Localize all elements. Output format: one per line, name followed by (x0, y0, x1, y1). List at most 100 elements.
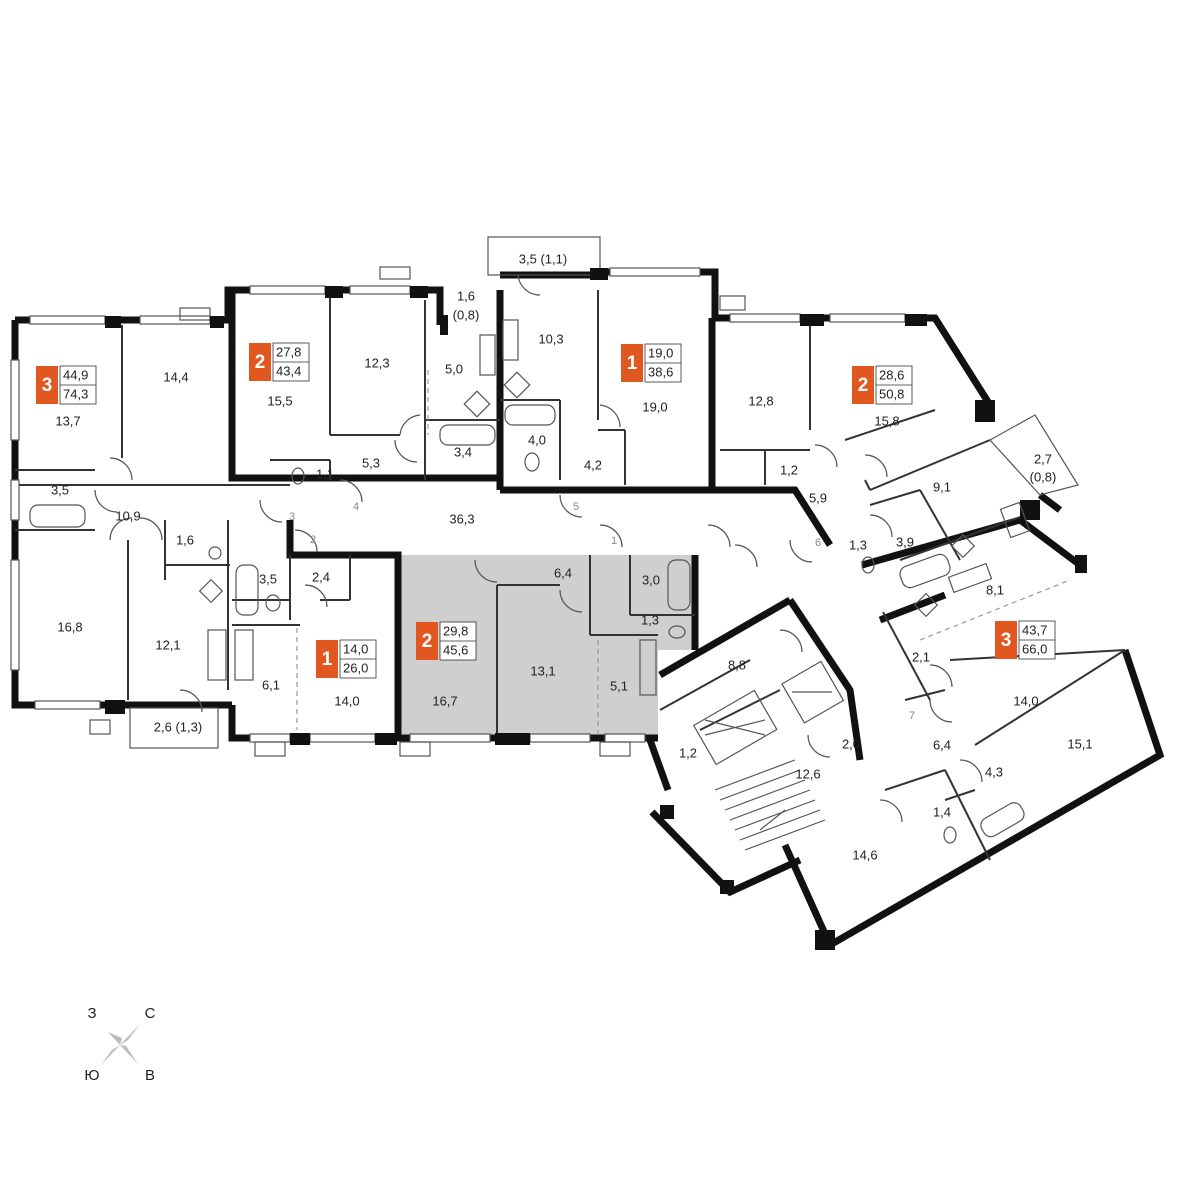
room-area: 8,8 (728, 657, 746, 672)
room-area: 14,6 (852, 847, 877, 862)
apartment-badge[interactable]: 3 43,7 66,0 (995, 620, 1056, 660)
apartment-badge[interactable]: 3 44,9 74,3 (36, 365, 97, 405)
room-area: 2,4 (312, 569, 330, 584)
door-number: 2 (310, 534, 316, 546)
room-area: 15,1 (1067, 736, 1092, 751)
living-area: 29,8 (443, 623, 468, 638)
room-area: 1,6 (176, 532, 194, 547)
room-area: 12,1 (155, 637, 180, 652)
columns (105, 268, 1087, 950)
room-area: 16,7 (432, 693, 457, 708)
rooms-count: 3 (42, 375, 53, 396)
room-area: 6,4 (554, 565, 572, 580)
room-area: 1,6 (457, 288, 475, 303)
room-area: 6,1 (262, 677, 280, 692)
room-area: 5,1 (610, 678, 628, 693)
door-number: 3 (289, 511, 295, 523)
room-area: 1,2 (679, 745, 697, 760)
room-area: 13,7 (55, 413, 80, 428)
door-number: 5 (573, 501, 579, 513)
total-area: 66,0 (1022, 641, 1047, 656)
room-area: 10,3 (538, 331, 563, 346)
door-number: 7 (909, 710, 915, 722)
room-area: 9,1 (933, 479, 951, 494)
interior-walls (15, 290, 1126, 861)
compass-west: З (87, 1005, 96, 1022)
compass-south: Ю (84, 1067, 99, 1084)
rooms-count: 1 (627, 353, 638, 374)
sanitary-fixtures (29, 319, 1031, 844)
rooms-count: 2 (858, 375, 869, 396)
room-area: 1,4 (933, 804, 951, 819)
room-area: 2,1 (912, 649, 930, 664)
room-area: 1,2 (780, 462, 798, 477)
apartment-badge[interactable]: 2 29,8 45,6 (416, 621, 477, 661)
room-area: 6,4 (933, 737, 951, 752)
room-area: 36,3 (449, 511, 474, 526)
apartment-badge[interactable]: 1 14,0 26,0 (316, 639, 377, 679)
room-area: 14,0 (1013, 693, 1038, 708)
total-area: 38,6 (648, 364, 673, 379)
room-area: 4,2 (584, 457, 602, 472)
compass-north: С (145, 1005, 156, 1022)
room-area: 14,4 (163, 369, 188, 384)
rooms-count: 1 (322, 649, 333, 670)
room-area: 3,9 (896, 534, 914, 549)
living-area: 44,9 (63, 367, 88, 382)
room-area: 5,9 (809, 490, 827, 505)
room-area: 3,5 (51, 482, 69, 497)
apartment-badge[interactable]: 2 28,6 50,8 (852, 365, 913, 405)
room-labels: 13,7 14,4 3,5 10,9 16,8 12,1 1,6 2,6 (1,… (51, 251, 1093, 862)
room-area: 16,8 (57, 619, 82, 634)
rooms-count: 2 (255, 352, 266, 373)
room-area: 3,5 (259, 571, 277, 586)
total-area: 50,8 (879, 386, 904, 401)
room-area: 12,3 (364, 355, 389, 370)
door-number: 4 (353, 501, 359, 513)
room-area: 15,5 (267, 393, 292, 408)
room-area: 12,6 (795, 766, 820, 781)
room-area: 10,9 (115, 508, 140, 523)
room-area: 2,0 (842, 736, 860, 751)
compass-rose: З С Ю В (84, 1005, 155, 1084)
apartment-badge[interactable]: 1 19,0 38,6 (621, 343, 682, 383)
living-area: 27,8 (276, 344, 301, 359)
dashed-lines (296, 370, 1071, 735)
living-area: 19,0 (648, 345, 673, 360)
room-area: (0,8) (1030, 469, 1057, 484)
room-area: 1,3 (641, 612, 659, 627)
windows (10, 267, 906, 743)
core (692, 660, 845, 851)
room-area: 5,0 (445, 361, 463, 376)
room-area: 2,6 (1,3) (154, 719, 202, 734)
room-area: 2,7 (1034, 451, 1052, 466)
living-area: 14,0 (343, 641, 368, 656)
total-area: 45,6 (443, 642, 468, 657)
rooms-count: 2 (422, 631, 433, 652)
total-area: 43,4 (276, 363, 301, 378)
stairs (714, 759, 826, 851)
room-area: 14,0 (334, 693, 359, 708)
room-area: 12,8 (748, 393, 773, 408)
room-area: 1,1 (316, 466, 334, 481)
room-area: 15,8 (874, 413, 899, 428)
apartment-badge[interactable]: 2 27,8 43,4 (249, 342, 310, 382)
door-swings (94, 274, 983, 823)
door-number: 1 (611, 535, 617, 547)
room-area: (0,8) (453, 307, 480, 322)
room-area: 8,1 (986, 582, 1004, 597)
room-area: 4,3 (985, 764, 1003, 779)
room-area: 4,0 (528, 432, 546, 447)
living-area: 43,7 (1022, 622, 1047, 637)
highlighted-apartment[interactable] (398, 555, 695, 738)
total-area: 26,0 (343, 660, 368, 675)
rooms-count: 3 (1001, 630, 1012, 651)
door-markers: 1 2 3 4 5 6 7 (289, 501, 915, 722)
room-area: 5,3 (362, 455, 380, 470)
room-area: 13,1 (530, 663, 555, 678)
room-area: 3,5 (1,1) (519, 251, 567, 266)
total-area: 74,3 (63, 386, 88, 401)
compass-east: В (145, 1067, 155, 1084)
